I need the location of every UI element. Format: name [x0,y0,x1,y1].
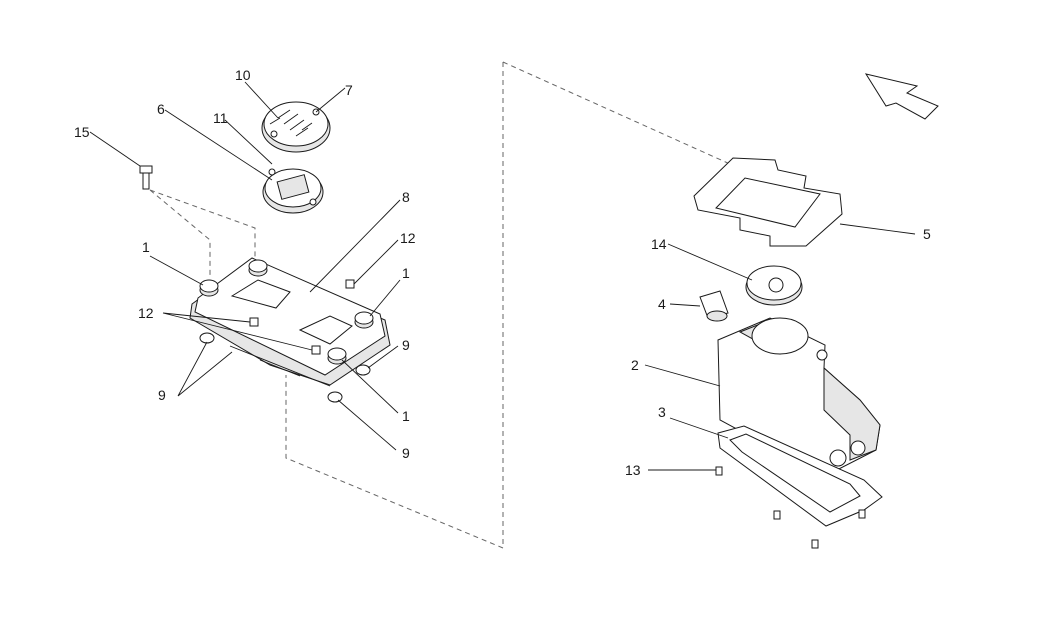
spacer-1 [199,332,215,344]
nut-2 [311,345,321,355]
nut-1 [345,279,355,289]
screw-4 [811,539,819,549]
callout-1-bottom: 1 [402,408,410,424]
callout-1-left: 1 [142,239,150,255]
assembly-guide-line-left [149,189,256,278]
rubber-bushing-3 [354,311,374,329]
switch-base-plate [262,168,324,214]
callout-4: 4 [658,296,666,312]
callout-12-top: 12 [400,230,416,246]
callout-9-right: 9 [402,337,410,353]
screw-1 [715,466,723,476]
shifter-boot-base [745,265,803,306]
assembly-guide-line [285,62,504,549]
callout-12-left: 12 [138,305,154,321]
callout-10: 10 [235,67,251,83]
nut-3 [249,317,259,327]
callout-9-left: 9 [158,387,166,403]
cover-plate [261,101,331,153]
callout-6: 6 [157,101,165,117]
callout-15: 15 [74,124,90,140]
spacer-3 [327,391,343,403]
base-gasket-plate [717,425,883,527]
callout-14: 14 [651,236,667,252]
callout-2: 2 [631,357,639,373]
callout-9-bottom: 9 [402,445,410,461]
front-direction-arrow-icon [864,73,939,120]
callout-3: 3 [658,404,666,420]
leader-lines [89,81,916,471]
bolt [139,165,153,190]
cover-gasket [693,157,843,247]
callout-13: 13 [625,462,641,478]
callout-11: 11 [213,110,228,126]
guide-bushing [699,290,729,322]
callout-8: 8 [402,189,410,205]
screw-3 [858,509,866,519]
screw-2 [773,510,781,520]
rubber-bushing-1 [199,279,219,297]
rubber-bushing-4 [327,347,347,365]
rubber-bushing-2 [248,259,268,277]
callout-7: 7 [345,82,353,98]
callout-5: 5 [923,226,931,242]
callout-1-right: 1 [402,265,410,281]
spacer-2 [355,364,371,376]
